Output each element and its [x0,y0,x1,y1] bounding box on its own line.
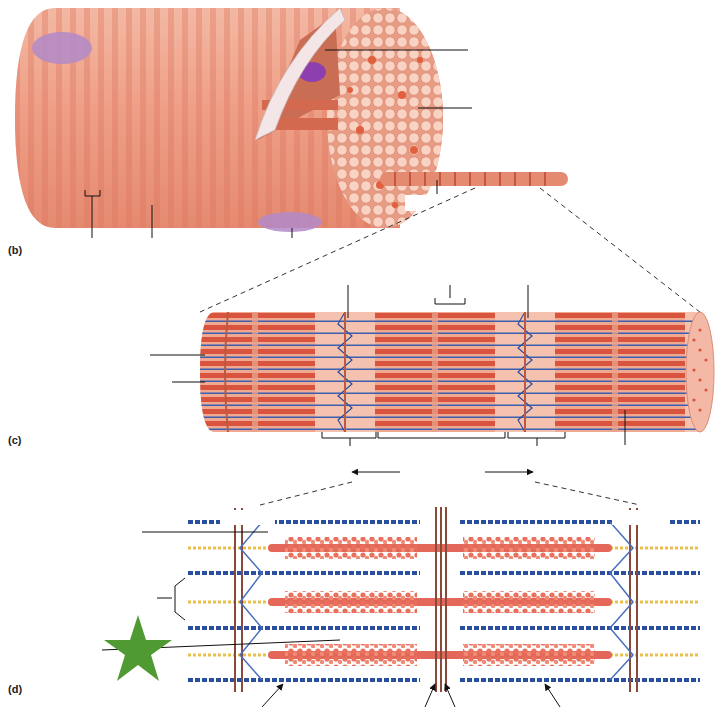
myofibril-panel [8,268,714,505]
fiber-panel [10,0,705,316]
panel-letter: (b) [8,244,22,256]
star-marker [104,615,172,681]
panel-letter: (d) [8,683,22,695]
panel-letter: (c) [8,434,21,446]
sarcomere-panel [5,494,700,707]
